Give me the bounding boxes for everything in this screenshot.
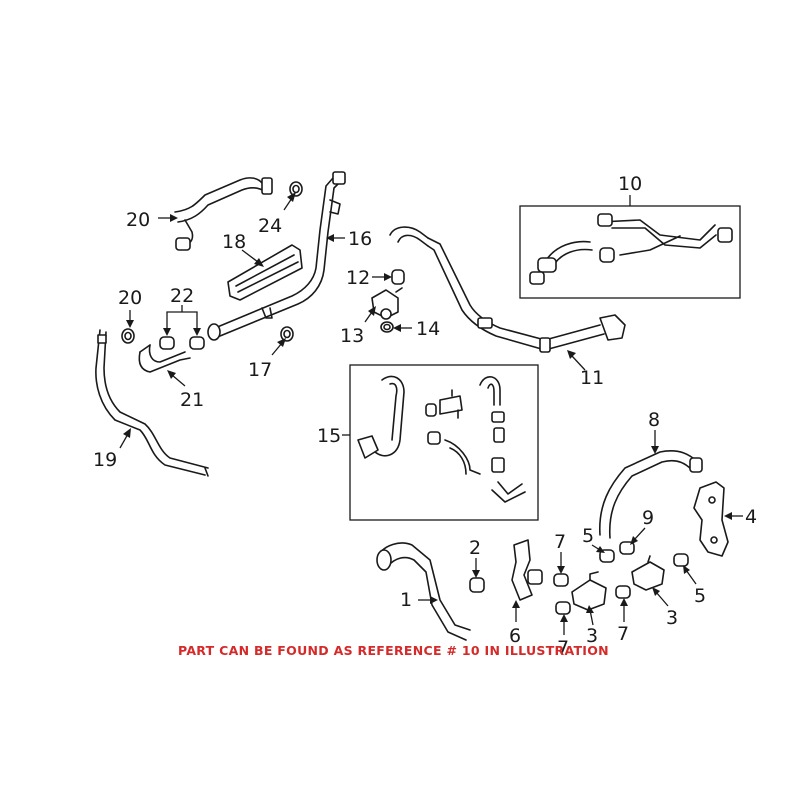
part-10-kit-hoses [529, 213, 733, 285]
part-22-clamps [159, 336, 205, 350]
callout-13: 13 [340, 325, 364, 347]
callout-15: 15 [317, 425, 341, 447]
callout-12: 12 [346, 267, 370, 289]
part-15-kit-hoses [357, 375, 526, 503]
part-21-hose [138, 344, 191, 373]
part-17-oring [280, 326, 294, 342]
callout-5-right: 5 [694, 585, 706, 607]
callout-2: 2 [469, 537, 481, 559]
callout-16: 16 [348, 228, 372, 250]
callout-3-left: 3 [586, 625, 598, 647]
kit-box-15 [349, 364, 539, 521]
part-12-clamp [391, 269, 405, 285]
callout-4: 4 [745, 506, 757, 528]
callout-7-lower: 7 [557, 637, 569, 659]
part-7-clamps [553, 573, 631, 615]
part-14-oring [380, 321, 394, 333]
part-2-clamp [469, 577, 485, 593]
callout-18: 18 [222, 231, 246, 253]
part-19-hose [95, 329, 209, 477]
callout-24: 24 [258, 215, 282, 237]
callout-23: 20 [126, 209, 150, 231]
part-4-bracket [693, 481, 729, 557]
callout-22: 22 [170, 285, 194, 307]
callout-9: 9 [642, 507, 654, 529]
callout-7-top: 7 [554, 531, 566, 553]
part-23-hose [174, 177, 273, 251]
part-1-hose [376, 542, 471, 641]
part-6-hose [511, 539, 543, 601]
callout-11: 11 [580, 367, 604, 389]
callout-5-left: 5 [582, 525, 594, 547]
part-8-hose [599, 450, 703, 539]
callout-8: 8 [648, 409, 660, 431]
part-13-fitting [371, 287, 403, 320]
callout-20: 20 [118, 287, 142, 309]
part-16-pipe [207, 171, 346, 341]
reference-note: PART CAN BE FOUND AS REFERENCE # 10 IN I… [178, 643, 609, 658]
callout-19: 19 [93, 449, 117, 471]
callout-6: 6 [509, 625, 521, 647]
part-18-heat-shield [227, 244, 303, 301]
callout-3-right: 3 [666, 607, 678, 629]
part-5-clamps [599, 549, 689, 567]
part-9-clamp [619, 541, 635, 555]
callout-1: 1 [400, 589, 412, 611]
callout-7-right: 7 [617, 623, 629, 645]
callout-labels: 20 24 16 18 17 20 22 21 19 12 13 14 10 1… [93, 173, 757, 659]
part-20-oring [121, 328, 135, 344]
callout-10: 10 [618, 173, 642, 195]
leader-lines [119, 192, 743, 635]
callout-14: 14 [416, 318, 440, 340]
callout-17: 17 [248, 359, 272, 381]
part-24-oring [289, 181, 303, 197]
callout-21: 21 [180, 389, 204, 411]
part-3-valves [571, 555, 665, 611]
part-11-pipe [389, 226, 626, 353]
